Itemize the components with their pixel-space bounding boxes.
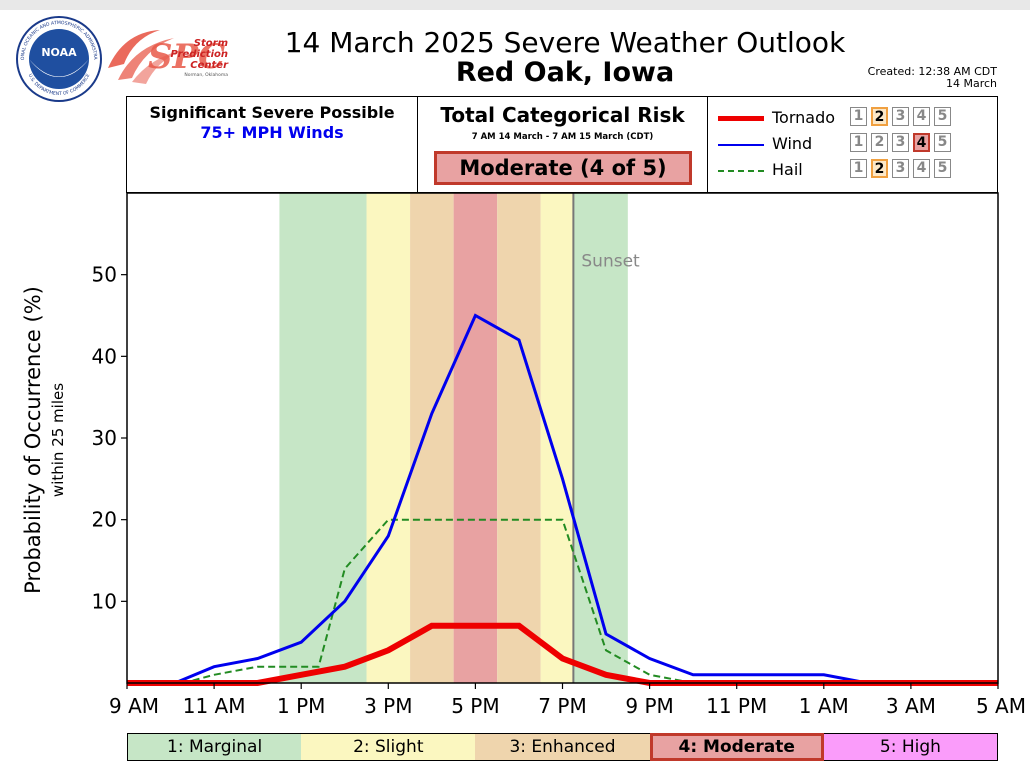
- y-tick-label: 50: [92, 263, 117, 287]
- legend-level-box-3: 3: [892, 159, 909, 178]
- created-timestamp: Created: 12:38 AM CDT 14 March: [800, 66, 997, 90]
- legend-level-box-1: 1: [850, 107, 867, 126]
- x-tick-label: 9 PM: [625, 694, 673, 718]
- legend-level-box-1: 1: [850, 159, 867, 178]
- sunset-label: Sunset: [581, 252, 640, 272]
- x-tick-label: 11 AM: [183, 694, 246, 718]
- noaa-logo: NOAA NATIONAL OCEANIC AND ATMOSPHERIC AD…: [16, 16, 102, 102]
- y-axis-sublabel: within 25 miles: [49, 383, 67, 497]
- risk-band-level-1: [573, 193, 628, 683]
- y-tick-label: 10: [92, 589, 117, 613]
- categorical-risk-range: 7 AM 14 March - 7 AM 15 March (CDT): [471, 132, 654, 142]
- significant-severe-detail: 75+ MPH Winds: [200, 123, 344, 142]
- category-4: 4: Moderate: [649, 733, 824, 761]
- spc-line4: Norman, Oklahoma: [184, 72, 228, 78]
- category-1: 1: Marginal: [127, 733, 302, 761]
- category-2: 2: Slight: [301, 733, 476, 761]
- created-line2: 14 March: [945, 77, 997, 90]
- top-bar: [0, 0, 1030, 10]
- spc-line3: Center: [190, 60, 229, 71]
- y-tick-label: 20: [92, 508, 117, 532]
- noaa-text: NOAA: [41, 46, 77, 59]
- legend-level-box-2: 2: [871, 133, 888, 152]
- legend-level-box-2: 2: [871, 107, 888, 126]
- significant-severe-box: Significant Severe Possible 75+ MPH Wind…: [126, 96, 418, 193]
- risk-band-level-2: [366, 193, 411, 683]
- spc-line2: Prediction: [171, 49, 228, 60]
- page-title: 14 March 2025 Severe Weather Outlook: [284, 26, 846, 59]
- x-tick-label: 7 PM: [538, 694, 586, 718]
- x-tick-label: 5 AM: [976, 694, 1026, 718]
- category-5: 5: High: [823, 733, 998, 761]
- legend-level-box-3: 3: [892, 133, 909, 152]
- location-title: Red Oak, Iowa: [455, 57, 675, 88]
- categorical-risk-title: Total Categorical Risk: [440, 103, 685, 127]
- risk-band-level-2: [540, 193, 574, 683]
- y-axis-label: Probability of Occurrence (%): [21, 286, 45, 594]
- risk-band-level-3: [497, 193, 541, 683]
- legend-label-tornado: Tornado: [772, 108, 836, 127]
- y-tick-label: 40: [92, 344, 117, 368]
- spc-line1: Storm: [194, 38, 228, 49]
- categorical-risk-box: Total Categorical Risk 7 AM 14 March - 7…: [417, 96, 708, 193]
- created-line1: Created: 12:38 AM CDT: [867, 65, 997, 78]
- significant-severe-title: Significant Severe Possible: [149, 103, 395, 122]
- legend-level-box-5: 5: [934, 159, 951, 178]
- x-tick-label: 3 PM: [364, 694, 412, 718]
- category-3: 3: Enhanced: [475, 733, 650, 761]
- legend-line-wind: [718, 144, 764, 146]
- series-line-tornado: [127, 622, 998, 686]
- x-tick-label: 1 PM: [277, 694, 325, 718]
- legend-level-box-5: 5: [934, 107, 951, 126]
- legend-level-box-3: 3: [892, 107, 909, 126]
- legend-level-box-4: 4: [913, 107, 930, 126]
- legend-line-tornado: [718, 116, 764, 121]
- legend-line-hail: [718, 170, 764, 172]
- legend-level-box-4: 4: [913, 133, 930, 152]
- categorical-risk-level: Moderate (4 of 5): [434, 151, 692, 185]
- x-tick-label: 5 PM: [451, 694, 499, 718]
- y-tick-label: 30: [92, 426, 117, 450]
- series-line-wind: [127, 313, 998, 685]
- legend-label-wind: Wind: [772, 134, 813, 153]
- x-tick-label: 11 PM: [706, 694, 767, 718]
- series-line-hail: [127, 518, 998, 684]
- legend-level-box-4: 4: [913, 159, 930, 178]
- legend-label-hail: Hail: [772, 160, 803, 179]
- risk-band-level-3: [410, 193, 454, 683]
- risk-band-level-1: [279, 193, 367, 683]
- svg-text:SPC: SPC: [148, 37, 225, 77]
- x-tick-label: 9 AM: [109, 694, 159, 718]
- legend-level-box-1: 1: [850, 133, 867, 152]
- x-tick-label: 3 AM: [886, 694, 936, 718]
- legend-level-box-5: 5: [934, 133, 951, 152]
- spc-logo: SPC Storm Prediction Center Norman, Okla…: [108, 30, 229, 84]
- x-tick-label: 1 AM: [799, 694, 849, 718]
- risk-band-level-4: [453, 193, 498, 683]
- legend-level-box-2: 2: [871, 159, 888, 178]
- plot-frame: [126, 192, 999, 684]
